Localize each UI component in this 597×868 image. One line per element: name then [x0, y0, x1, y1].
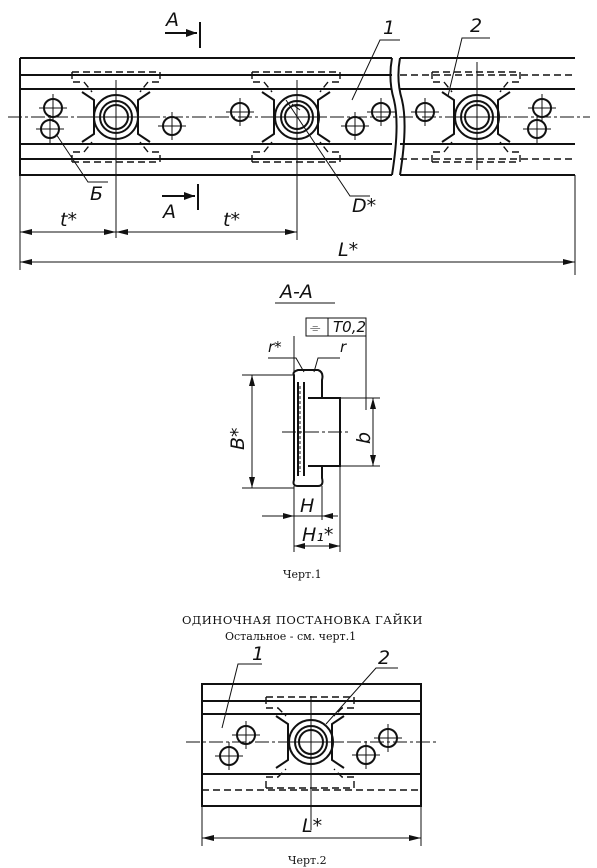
dim-B-label: B*	[227, 427, 249, 450]
section-marker-bottom: А	[161, 184, 199, 223]
callout-2-1-label: 1	[252, 643, 264, 665]
dim-L-label: L*	[338, 239, 358, 261]
caption-figure-1: Черт.1	[283, 568, 322, 581]
dimension-H: H	[262, 486, 338, 552]
rivets-middle	[341, 98, 395, 140]
nut-3	[431, 62, 521, 170]
callout-b: Б	[55, 133, 108, 205]
callout-2-2: 2	[325, 647, 398, 725]
caption-figure-2: Черт.2	[288, 854, 327, 867]
r-label: r	[340, 338, 347, 356]
rail-drawing-1: А	[8, 9, 590, 275]
dimension-b: b	[340, 397, 380, 467]
nut-2	[251, 71, 341, 240]
callout-2-label: 2	[470, 15, 482, 37]
rivets-left	[36, 94, 254, 143]
dimension-t-middle: t*	[116, 209, 297, 235]
single-nut	[265, 696, 355, 830]
section-marker-bottom-label: А	[161, 201, 176, 223]
radius-labels: r* r	[268, 338, 347, 373]
callout-1-label: 1	[383, 17, 395, 39]
callout-d: D*	[285, 99, 376, 217]
section-marker-top: А	[164, 9, 201, 48]
dim-H1-label: H₁*	[302, 524, 333, 546]
dim-L2-label: L*	[302, 815, 322, 837]
dimension-B: B*	[227, 374, 294, 489]
dimension-L: L*	[20, 175, 576, 275]
callout-2: 2	[447, 15, 490, 97]
dim-H-label: H	[300, 495, 314, 517]
callout-d-label: D*	[352, 195, 376, 217]
callout-1: 1	[351, 17, 400, 101]
single-rivets	[215, 721, 402, 770]
dim-b-label: b	[353, 432, 375, 444]
callout-b-label: Б	[90, 183, 103, 205]
r-star-label: r*	[268, 338, 282, 356]
dimension-L-2: L*	[201, 806, 422, 846]
nut-1	[71, 71, 161, 238]
section-view: А-А ⌯ Т0,2 r* r	[227, 281, 380, 552]
dim-t-left-label: t*	[60, 209, 77, 231]
section-marker-top-label: А	[164, 9, 179, 31]
rail-drawing-2: 1 2 L*	[186, 643, 436, 846]
heading-single-nut: ОДИНОЧНАЯ ПОСТАНОВКА ГАЙКИ	[182, 613, 423, 627]
tolerance-symbol: ⌯	[310, 321, 321, 336]
dim-t-middle-label: t*	[223, 209, 240, 231]
rivets-right	[411, 94, 556, 143]
dimension-t-left: t*	[19, 175, 116, 270]
dimension-H1: H₁*	[294, 466, 341, 552]
callout-2-1: 1	[221, 643, 264, 729]
subheading-rest: Остальное - см. черт.1	[225, 630, 356, 643]
tolerance-frame: ⌯ Т0,2	[305, 317, 367, 410]
callout-2-2-label: 2	[378, 647, 390, 669]
section-title: А-А	[278, 281, 313, 303]
tolerance-value: Т0,2	[333, 318, 366, 336]
